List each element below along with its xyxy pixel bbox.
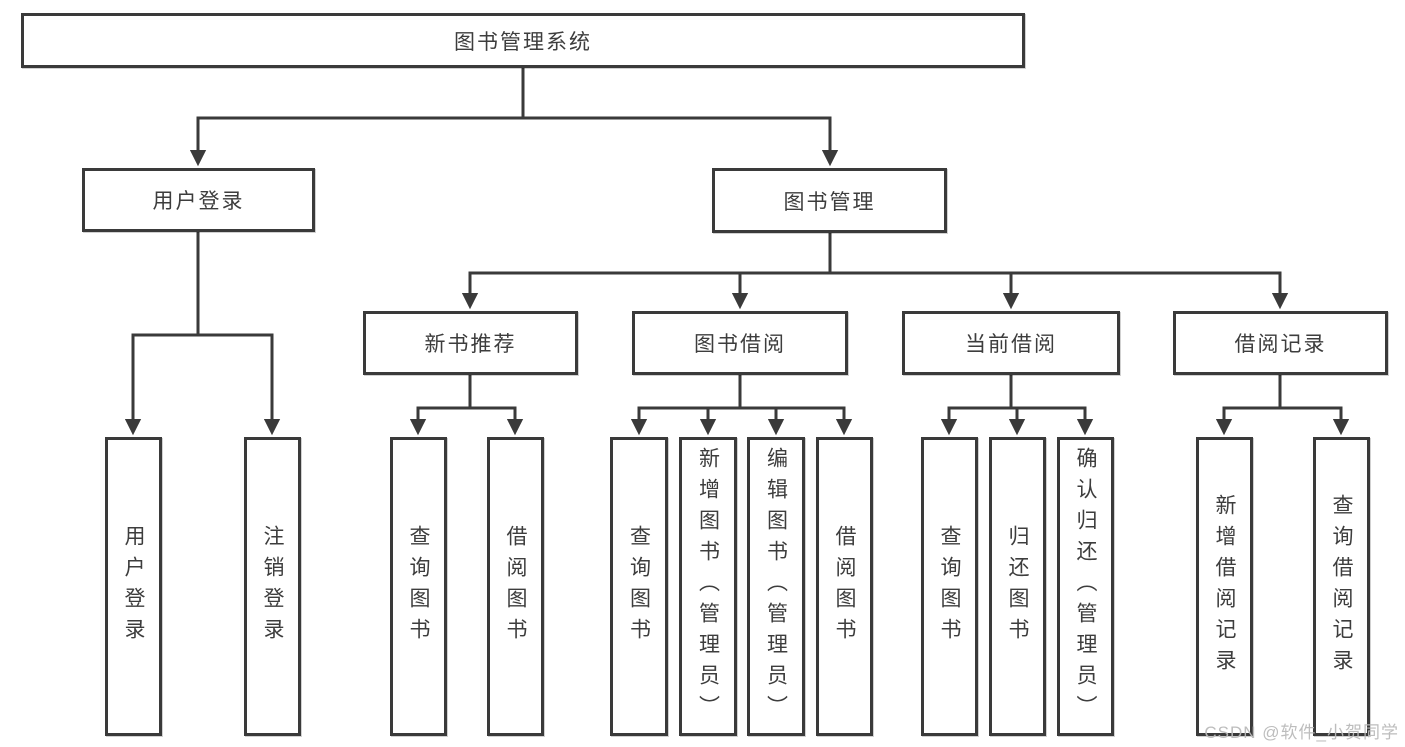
node-leaf-borrow-book-2: 借阅图书 (816, 437, 873, 736)
node-group-book-borrowing: 图书借阅 (632, 311, 848, 375)
node-label-leaf-edit-book-admin: 编辑图书（管理员） (764, 447, 788, 726)
node-leaf-confirm-return-admin: 确认归还（管理员） (1057, 437, 1114, 736)
node-group-current-borrowing: 当前借阅 (902, 311, 1120, 375)
node-group-new-book-recommend: 新书推荐 (363, 311, 578, 375)
node-leaf-query-book-1: 查询图书 (390, 437, 447, 736)
node-leaf-query-borrow-record: 查询借阅记录 (1313, 437, 1370, 736)
node-branch-book-management: 图书管理 (712, 168, 947, 233)
node-leaf-borrow-book-1: 借阅图书 (487, 437, 544, 736)
node-branch-user-login: 用户登录 (82, 168, 315, 232)
node-leaf-add-book-admin: 新增图书（管理员） (679, 437, 737, 736)
node-label-group-book-borrowing: 图书借阅 (694, 333, 786, 356)
node-leaf-user-login: 用户登录 (105, 437, 162, 736)
node-leaf-logout: 注销登录 (244, 437, 301, 736)
node-label-leaf-add-book-admin: 新增图书（管理员） (696, 447, 720, 726)
node-label-leaf-add-borrow-record: 新增借阅记录 (1213, 493, 1236, 680)
node-root: 图书管理系统 (21, 13, 1025, 68)
node-label-leaf-borrow-book-2: 借阅图书 (833, 524, 856, 649)
node-label-root: 图书管理系统 (454, 30, 592, 54)
node-label-leaf-return-book: 归还图书 (1006, 524, 1029, 649)
node-label-branch-user-login: 用户登录 (152, 190, 245, 213)
node-label-leaf-logout: 注销登录 (261, 524, 284, 649)
node-label-leaf-confirm-return-admin: 确认归还（管理员） (1074, 447, 1097, 726)
node-label-branch-book-management: 图书管理 (783, 190, 876, 214)
node-label-group-new-book-recommend: 新书推荐 (424, 333, 517, 356)
node-label-leaf-query-borrow-record: 查询借阅记录 (1330, 493, 1353, 680)
node-leaf-add-borrow-record: 新增借阅记录 (1196, 437, 1253, 736)
node-label-group-current-borrowing: 当前借阅 (965, 333, 1057, 356)
node-label-leaf-borrow-book-1: 借阅图书 (504, 524, 527, 649)
node-label-group-borrow-records: 借阅记录 (1234, 333, 1327, 356)
node-label-leaf-query-book-2: 查询图书 (627, 524, 651, 649)
node-leaf-query-book-2: 查询图书 (610, 437, 668, 736)
node-label-leaf-query-book-1: 查询图书 (407, 524, 430, 649)
node-leaf-query-book-3: 查询图书 (921, 437, 978, 736)
node-label-leaf-user-login: 用户登录 (122, 524, 145, 649)
node-leaf-edit-book-admin: 编辑图书（管理员） (747, 437, 805, 736)
node-leaf-return-book: 归还图书 (989, 437, 1046, 736)
node-label-leaf-query-book-3: 查询图书 (938, 524, 961, 649)
node-group-borrow-records: 借阅记录 (1173, 311, 1388, 375)
